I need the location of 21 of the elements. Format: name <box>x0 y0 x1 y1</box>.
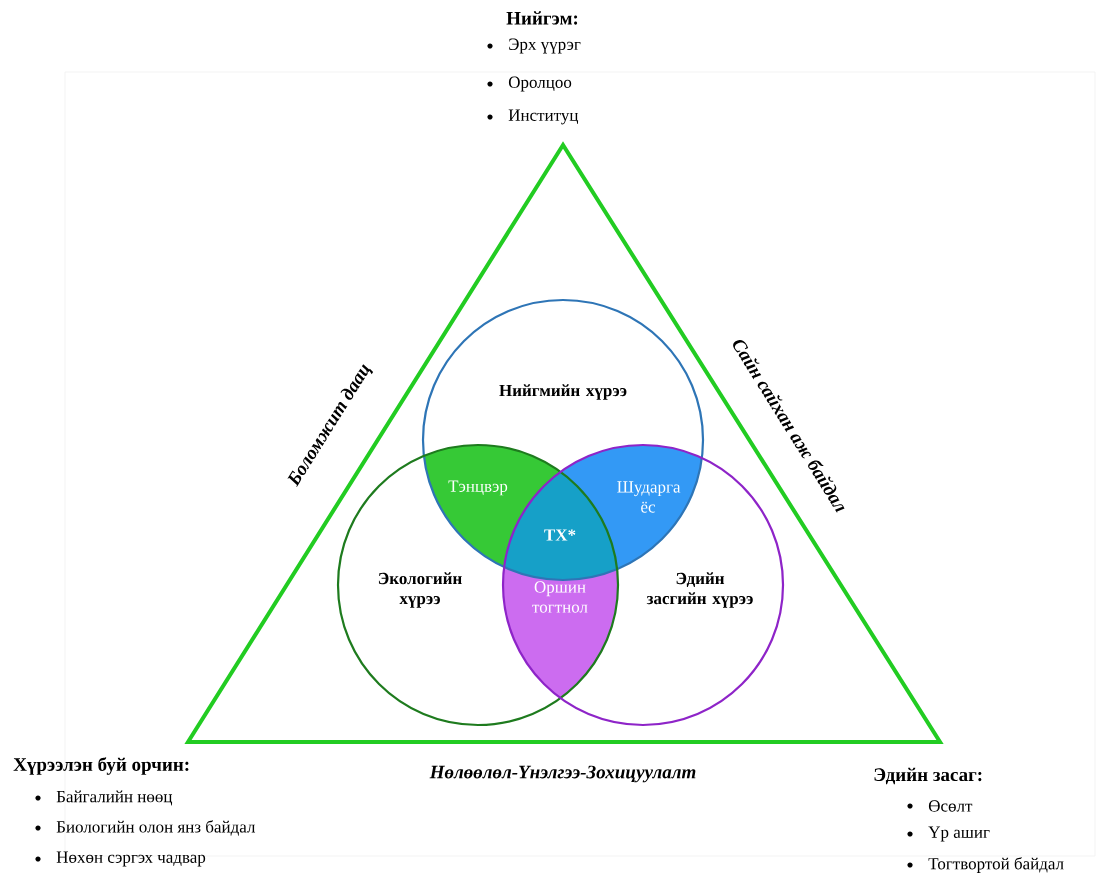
heading: Хүрээлэн буй орчин: <box>13 757 189 775</box>
side-label: Нөлөөлөл-Үнэлгээ-Зохицуулалт <box>429 765 696 783</box>
list-item: Өсөлт <box>928 800 973 812</box>
heading: Нийгэм: <box>506 11 578 25</box>
region-label: Тэнцвэр <box>448 480 508 496</box>
overlap-region <box>503 567 618 698</box>
list-item: Байгалийн нөөц <box>56 790 173 806</box>
region-label: Экологийн хүрээ <box>378 572 462 608</box>
list-item: Оролцоо <box>508 76 572 92</box>
region-label: ТХ* <box>544 529 576 541</box>
list-item: Үр ашиг <box>928 826 990 842</box>
region-label: Эдийн засгийн хүрээ <box>646 572 753 608</box>
list-item: Институц <box>508 109 579 125</box>
list-item: Тогтвортой байдал <box>928 857 1064 873</box>
list-item: Биологийн олон янз байдал <box>56 820 256 836</box>
region-label: Оршин тогтнол <box>532 581 588 613</box>
region-label: Шударга ёс <box>617 481 681 513</box>
region-label: Нийгмийн хүрээ <box>499 384 627 400</box>
heading: Эдийн засаг: <box>874 767 982 785</box>
list-item: Эрх үүрэг <box>509 38 581 54</box>
list-item: Нөхөн сэргэх чадвар <box>56 851 206 867</box>
